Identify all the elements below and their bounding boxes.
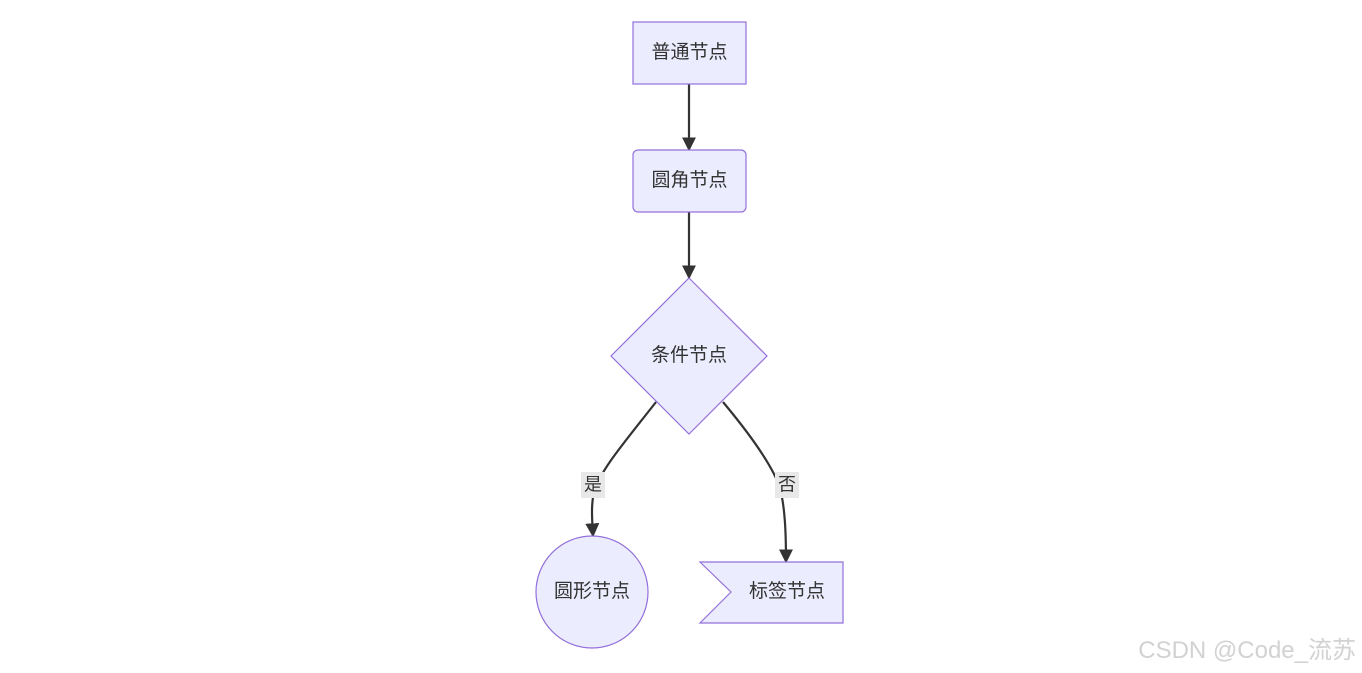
node-circle[interactable]: 圆形节点 <box>535 535 649 649</box>
watermark-text: CSDN @Code_流苏 <box>1138 637 1356 664</box>
edge-label-no-text: 否 <box>778 475 796 496</box>
node-flag[interactable]: 标签节点 <box>698 561 844 624</box>
node-condition-label: 条件节点 <box>651 344 727 366</box>
node-flag-shape <box>698 561 844 624</box>
node-circle-shape <box>535 535 649 649</box>
node-circle-label: 圆形节点 <box>554 580 630 602</box>
node-flag-label: 标签节点 <box>749 580 825 602</box>
edge-label-yes: 是 <box>581 472 605 498</box>
node-normal[interactable]: 普通节点 <box>632 21 747 85</box>
edge-label-yes-text: 是 <box>584 475 602 496</box>
edge-condition-to-circle <box>585 401 657 538</box>
node-normal-shape <box>632 21 747 85</box>
node-rounded-label: 圆角节点 <box>651 169 727 191</box>
node-rounded-shape <box>632 149 747 213</box>
edge-label-no: 否 <box>775 472 799 498</box>
node-rounded[interactable]: 圆角节点 <box>632 149 747 213</box>
node-normal-label: 普通节点 <box>651 41 727 63</box>
node-condition[interactable]: 条件节点 <box>610 277 768 435</box>
edge-label-yes-background <box>581 472 605 498</box>
edge-label-no-background <box>775 472 799 498</box>
node-condition-shape <box>610 277 768 435</box>
